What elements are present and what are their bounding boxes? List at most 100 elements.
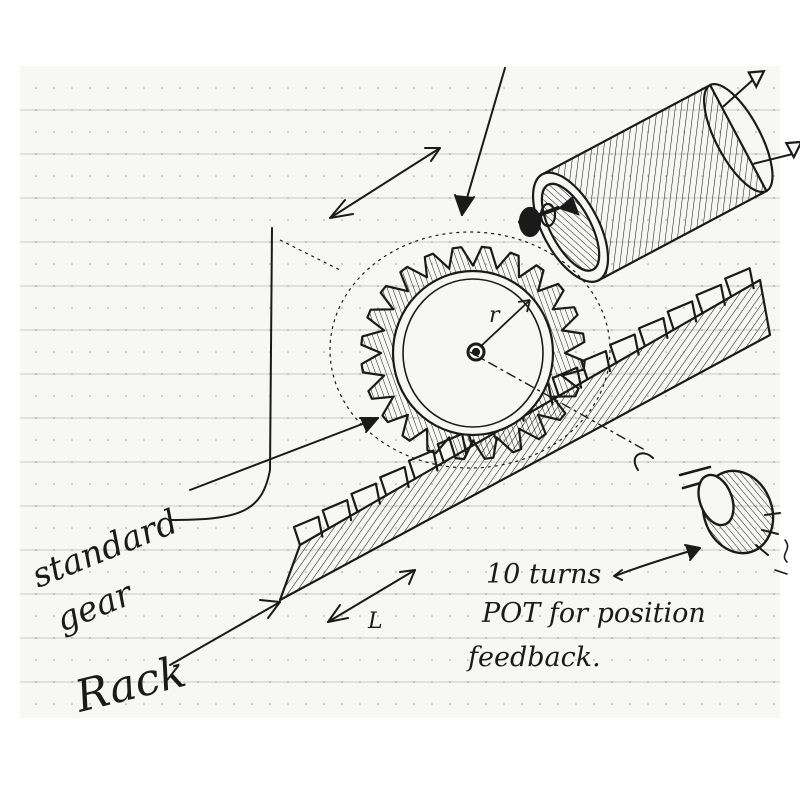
grid-dot [143, 175, 145, 177]
grid-dot [431, 109, 433, 111]
grid-dot [287, 351, 289, 353]
grid-dot [611, 571, 613, 573]
grid-dot [287, 483, 289, 485]
grid-dot [611, 87, 613, 89]
grid-dot [755, 615, 757, 617]
grid-dot [197, 615, 199, 617]
grid-dot [215, 219, 217, 221]
grid-dot [485, 109, 487, 111]
grid-dot [143, 329, 145, 331]
grid-dot [323, 197, 325, 199]
grid-dot [251, 527, 253, 529]
grid-dot [683, 461, 685, 463]
grid-dot [629, 615, 631, 617]
grid-dot [431, 527, 433, 529]
grid-dot [35, 593, 37, 595]
grid-dot [773, 395, 775, 397]
grid-dot [413, 87, 415, 89]
grid-dot [665, 505, 667, 507]
grid-dot [179, 131, 181, 133]
grid-dot [215, 285, 217, 287]
grid-dot [251, 241, 253, 243]
grid-dot [521, 87, 523, 89]
grid-dot [737, 417, 739, 419]
grid-dot [305, 703, 307, 705]
grid-dot [395, 241, 397, 243]
grid-dot [233, 527, 235, 529]
grid-dot [359, 87, 361, 89]
grid-dot [683, 263, 685, 265]
grid-dot [323, 461, 325, 463]
grid-dot [269, 153, 271, 155]
grid-dot [233, 109, 235, 111]
grid-dot [35, 681, 37, 683]
grid-dot [53, 483, 55, 485]
grid-dot [233, 439, 235, 441]
grid-dot [53, 329, 55, 331]
grid-dot [53, 131, 55, 133]
grid-dot [377, 153, 379, 155]
grid-dot [359, 659, 361, 661]
grid-dot [683, 593, 685, 595]
label-pot-line3: feedback. [466, 642, 601, 673]
grid-dot [341, 285, 343, 287]
grid-dot [575, 461, 577, 463]
grid-dot [485, 615, 487, 617]
grid-dot [701, 395, 703, 397]
grid-dot [323, 87, 325, 89]
grid-dot [773, 615, 775, 617]
grid-dot [701, 593, 703, 595]
grid-dot [287, 87, 289, 89]
grid-dot [161, 175, 163, 177]
grid-dot [35, 109, 37, 111]
grid-dot [197, 527, 199, 529]
grid-dot [539, 505, 541, 507]
grid-dot [125, 483, 127, 485]
grid-dot [89, 593, 91, 595]
grid-dot [71, 505, 73, 507]
grid-dot [197, 307, 199, 309]
grid-dot [89, 241, 91, 243]
grid-dot [179, 483, 181, 485]
motor-sketch [518, 69, 800, 283]
grid-dot [575, 703, 577, 705]
grid-dot [143, 351, 145, 353]
grid-dot [71, 131, 73, 133]
grid-dot [125, 395, 127, 397]
grid-dot [143, 439, 145, 441]
grid-dot [71, 593, 73, 595]
grid-dot [251, 659, 253, 661]
grid-dot [53, 571, 55, 573]
grid-dot [53, 307, 55, 309]
grid-dot [197, 351, 199, 353]
grid-dot [269, 175, 271, 177]
grid-dot [251, 439, 253, 441]
grid-dot [593, 571, 595, 573]
grid-dot [341, 417, 343, 419]
grid-dot [323, 505, 325, 507]
grid-dot [377, 593, 379, 595]
grid-dot [53, 549, 55, 551]
grid-dot [233, 307, 235, 309]
grid-dot [53, 109, 55, 111]
grid-dot [71, 659, 73, 661]
grid-dot [701, 637, 703, 639]
grid-dot [71, 285, 73, 287]
grid-dot [647, 681, 649, 683]
grid-dot [557, 681, 559, 683]
grid-dot [593, 351, 595, 353]
grid-dot [215, 373, 217, 375]
grid-dot [107, 439, 109, 441]
grid-dot [161, 351, 163, 353]
grid-dot [521, 549, 523, 551]
grid-dot [737, 219, 739, 221]
grid-dot [53, 527, 55, 529]
grid-dot [143, 461, 145, 463]
grid-dot [719, 219, 721, 221]
grid-dot [467, 659, 469, 661]
grid-dot [179, 373, 181, 375]
grid-dot [431, 219, 433, 221]
gear-sketch [279, 231, 646, 469]
grid-dot [305, 329, 307, 331]
grid-dot [719, 373, 721, 375]
